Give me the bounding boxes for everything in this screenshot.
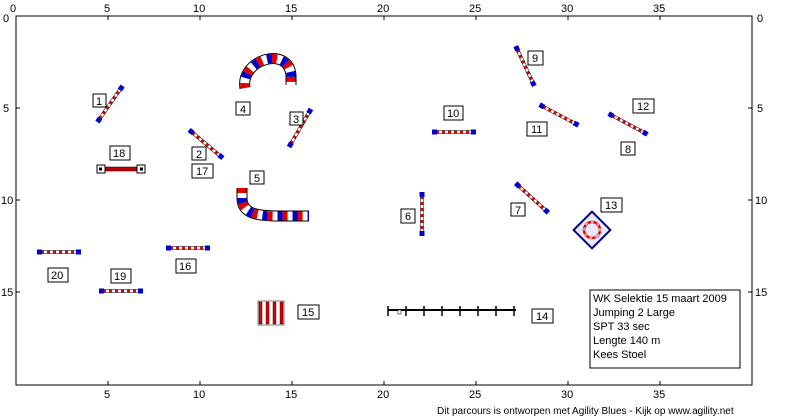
jump-2[interactable] <box>187 127 225 161</box>
label-4: 4 <box>240 104 246 116</box>
jump-10[interactable] <box>432 129 476 135</box>
label-20: 20 <box>51 270 63 282</box>
axis-bottom-label: 25 <box>469 389 481 401</box>
axis-labels-top: 0 5 10 15 20 25 30 35 <box>10 3 665 15</box>
axis-left-label: 10 <box>1 195 13 207</box>
label-18: 18 <box>113 148 125 160</box>
jump-19[interactable] <box>99 288 143 294</box>
axis-bottom-label: 15 <box>285 389 297 401</box>
label-2: 2 <box>196 149 202 161</box>
axis-right-label: 5 <box>757 103 763 115</box>
axis-bottom-label: 35 <box>653 389 665 401</box>
axis-left-label: 0 <box>3 13 9 25</box>
jump-1[interactable] <box>95 84 125 124</box>
label-10: 10 <box>447 108 459 120</box>
label-11: 11 <box>531 124 542 136</box>
jump-3[interactable] <box>286 107 314 149</box>
axis-top-label: 10 <box>193 3 205 15</box>
axis-bottom-label: 10 <box>193 389 205 401</box>
labels: 1 2 3 4 5 6 7 8 9 10 11 12 13 14 15 16 1 <box>47 50 655 324</box>
info-judge: Kees Stoel <box>593 349 646 361</box>
axis-labels-right: 0 5 10 15 <box>755 13 767 299</box>
jump-7[interactable] <box>513 181 551 215</box>
axis-left-label: 15 <box>1 287 13 299</box>
label-5: 5 <box>254 173 260 185</box>
axis-labels-left: 0 5 10 15 <box>1 13 13 299</box>
tire-13[interactable] <box>572 210 612 250</box>
footer-credit: Dit parcours is ontworpen met Agility Bl… <box>437 406 734 417</box>
label-6: 6 <box>405 211 411 223</box>
label-17: 17 <box>196 166 208 178</box>
info-length: Lengte 140 m <box>593 335 660 347</box>
axis-right-label: 0 <box>757 13 763 25</box>
info-spt: SPT 33 sec <box>593 321 650 333</box>
info-title: WK Selektie 15 maart 2009 <box>593 293 727 305</box>
jump-16[interactable] <box>166 245 210 251</box>
tunnel-4[interactable] <box>239 53 297 89</box>
jump-6[interactable] <box>419 192 425 236</box>
axis-top-label: 0 <box>10 3 16 15</box>
label-9: 9 <box>532 53 538 65</box>
label-14: 14 <box>536 311 548 323</box>
label-3: 3 <box>293 114 299 126</box>
label-7: 7 <box>515 205 521 217</box>
weave-poles-14[interactable] <box>387 306 516 316</box>
axis-bottom-label: 5 <box>104 389 110 401</box>
label-12: 12 <box>637 101 649 113</box>
label-8: 8 <box>625 144 631 156</box>
label-19: 19 <box>114 271 126 283</box>
jump-11[interactable] <box>538 102 580 128</box>
axis-right-label: 15 <box>755 287 767 299</box>
axis-labels-bottom: 5 10 15 20 25 30 35 <box>104 389 665 401</box>
label-13: 13 <box>605 200 617 212</box>
label-16: 16 <box>179 261 191 273</box>
info-box: WK Selektie 15 maart 2009 Jumping 2 Larg… <box>589 289 741 369</box>
label-15: 15 <box>302 307 314 319</box>
jump-8[interactable] <box>607 111 649 137</box>
label-1: 1 <box>96 96 102 108</box>
axis-top-label: 25 <box>469 3 481 15</box>
jump-18[interactable] <box>96 164 146 174</box>
spread-jump-15[interactable] <box>257 300 285 326</box>
axis-right-label: 10 <box>755 195 767 207</box>
axis-top-label: 35 <box>653 3 665 15</box>
axis-bottom-label: 30 <box>561 389 573 401</box>
axis-top-label: 20 <box>377 3 389 15</box>
axis-top-label: 30 <box>561 3 573 15</box>
axis-top-label: 15 <box>285 3 297 15</box>
axis-bottom-label: 20 <box>377 389 389 401</box>
axis-left-label: 5 <box>3 103 9 115</box>
tunnel-5[interactable] <box>236 188 309 222</box>
jump-9[interactable] <box>513 45 537 87</box>
info-class: Jumping 2 Large <box>593 307 675 319</box>
axis-top-label: 5 <box>104 3 110 15</box>
axis-ticks <box>16 16 752 385</box>
jump-20[interactable] <box>37 249 81 255</box>
